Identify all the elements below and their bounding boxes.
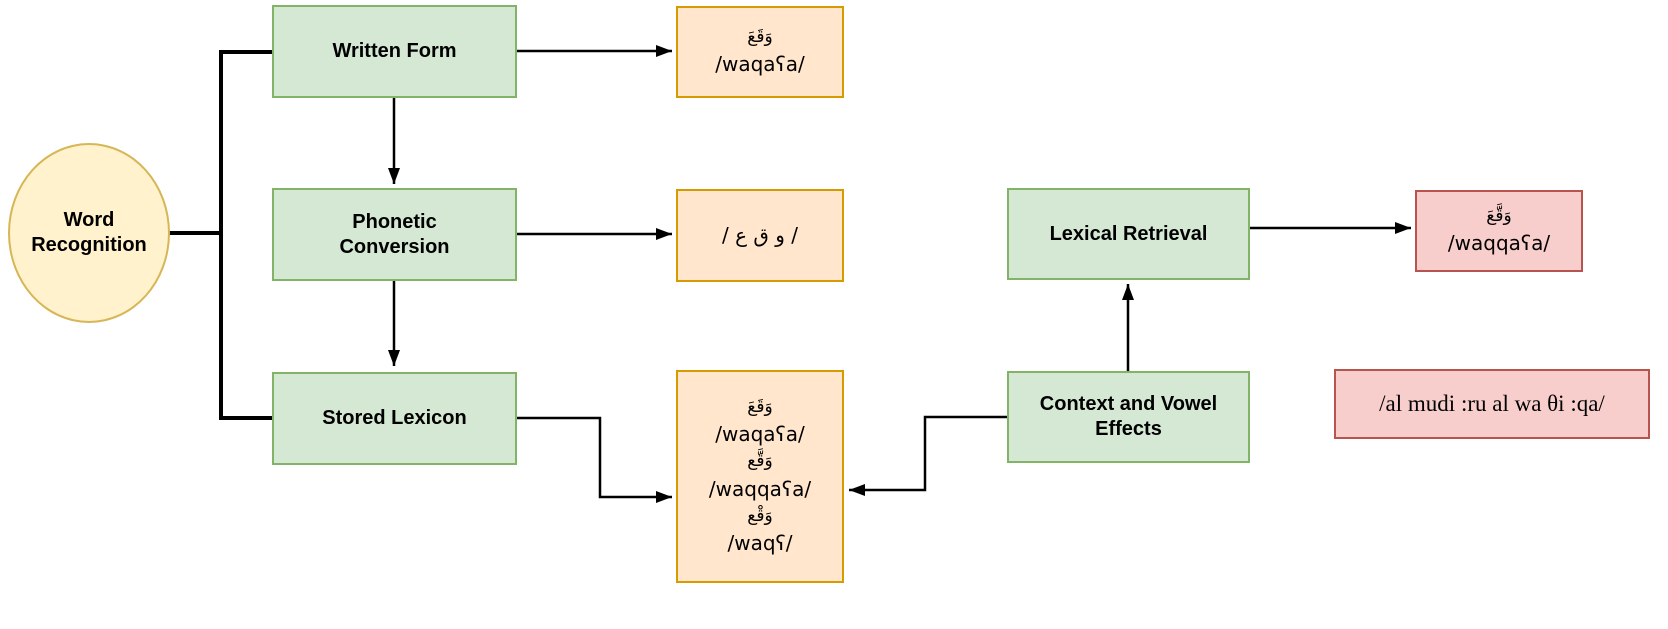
retrieval-output-arabic: وَقَّعَ (1486, 205, 1512, 226)
retrieval-output-box: وَقَّعَ /waqqaʕa/ (1415, 190, 1583, 272)
lexical-retrieval-box: Lexical Retrieval (1007, 188, 1250, 280)
context-vowel-effects-label: Context and Vowel Effects (1039, 393, 1218, 440)
written-form-box: Written Form (272, 5, 517, 98)
stored-lexicon-box: Stored Lexicon (272, 372, 517, 465)
context-example-ipa: /al mudi :ru al wa θi :qa/ (1379, 391, 1605, 416)
stored-lexicon-label: Stored Lexicon (322, 407, 467, 429)
context-vowel-effects-box: Context and Vowel Effects (1007, 371, 1250, 463)
phonetic-output-ipa: / و ق ع / (721, 223, 799, 247)
phonetic-conversion-box: Phonetic Conversion (272, 188, 517, 281)
written-form-output-ipa: /waqaʕa/ (715, 52, 805, 77)
phonetic-conversion-label: Phonetic Conversion (339, 210, 450, 258)
word-recognition-label: Word Recognition (31, 209, 147, 256)
lexicon-output-arabic-1: وَقَعَ (747, 396, 773, 417)
lexical-retrieval-label: Lexical Retrieval (1049, 222, 1208, 245)
lexicon-output-arabic-2: وَقَّع (747, 451, 773, 472)
lexicon-output-ipa-1: /waqaʕa/ (715, 422, 805, 447)
retrieval-output-ipa: /waqqaʕa/ (1447, 231, 1551, 256)
written-form-output-box: وَقَعَ /waqaʕa/ (676, 6, 844, 98)
arrow-context-to-lexiconoutput (849, 415, 1007, 496)
lexicon-output-arabic-3: وَقْع (747, 505, 773, 526)
lexicon-output-ipa-3: /waqʕ/ (727, 531, 793, 556)
lexicon-output-box: وَقَعَ /waqaʕa/ وَقَّع /waqqaʕa/ وَقْع /… (676, 370, 844, 583)
context-example-box: /al mudi :ru al wa θi :qa/ (1334, 369, 1650, 439)
arrow-storedlexicon-to-output (517, 416, 672, 503)
written-form-label: Written Form (332, 40, 457, 62)
written-form-output-arabic: وَقَعَ (747, 26, 773, 47)
phonetic-output-box: / و ق ع / (676, 189, 844, 282)
lexicon-output-ipa-2: /waqqaʕa/ (708, 476, 812, 501)
word-recognition-ellipse: Word Recognition (8, 143, 170, 323)
bracket-line (219, 50, 272, 420)
